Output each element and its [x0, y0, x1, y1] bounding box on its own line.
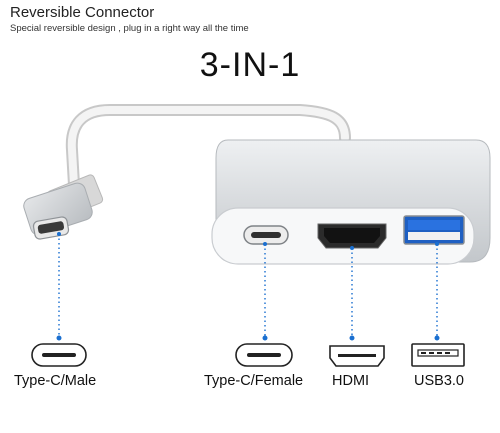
leader-lines: [58, 234, 438, 338]
port-label-type-c-female: Type-C/Female: [204, 373, 304, 389]
port-label-usb3: USB3.0: [414, 373, 464, 389]
page-title: Reversible Connector: [10, 4, 155, 21]
leader-dots: [56, 232, 440, 341]
type-c-male-plug: [23, 174, 104, 240]
usb-c-port-icon: [31, 343, 87, 367]
usb-a-port: [403, 215, 465, 245]
hdmi-port-icon: [329, 345, 385, 367]
page-subtitle: Special reversible design , plug in a ri…: [10, 23, 249, 34]
headline: 3-IN-1: [199, 46, 301, 84]
usb-c-port-icon: [235, 343, 293, 367]
port-label-type-c-male: Type-C/Male: [14, 373, 97, 389]
cable: [65, 104, 351, 191]
hdmi-port: [317, 223, 387, 249]
port-label-hdmi: HDMI: [332, 373, 370, 389]
type-c-female-port: [243, 225, 289, 245]
usb-a-port-icon: [411, 343, 465, 367]
